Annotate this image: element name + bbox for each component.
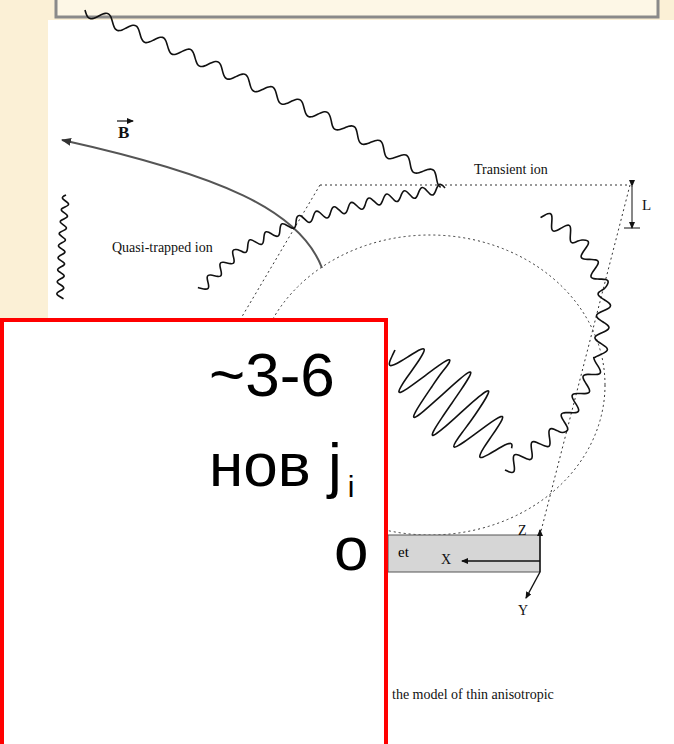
ion-label: Quasi-trapped ion xyxy=(112,241,213,255)
sheet-region: et xyxy=(388,535,540,572)
axes xyxy=(462,530,540,598)
node-text: нов j xyxy=(209,434,342,496)
axis-label: Y xyxy=(518,604,528,618)
thickness-bracket xyxy=(624,186,640,228)
figure-caption: the model of thin anisotropic xyxy=(392,688,554,702)
ion-path xyxy=(505,214,611,473)
dimension-label: L xyxy=(642,198,651,213)
node-text: ~3-6 xyxy=(209,344,335,406)
node-text: i xyxy=(348,472,355,502)
field-symbol: B xyxy=(118,124,129,141)
field-line xyxy=(62,140,322,268)
ion-label: Transient ion xyxy=(474,163,548,177)
highlight-box: ~3-6 нов jiо xyxy=(0,318,388,744)
ion-path xyxy=(85,10,441,187)
node-text: о xyxy=(334,518,368,580)
ion-path xyxy=(389,349,512,458)
vector-sign xyxy=(117,120,133,121)
axis-label: Z xyxy=(518,524,527,538)
current-sheet xyxy=(388,535,540,572)
ion-path xyxy=(57,195,69,299)
ion-path xyxy=(198,184,445,289)
node-text: et xyxy=(398,545,409,560)
top-panel xyxy=(56,0,658,17)
axis-label: X xyxy=(441,553,451,567)
